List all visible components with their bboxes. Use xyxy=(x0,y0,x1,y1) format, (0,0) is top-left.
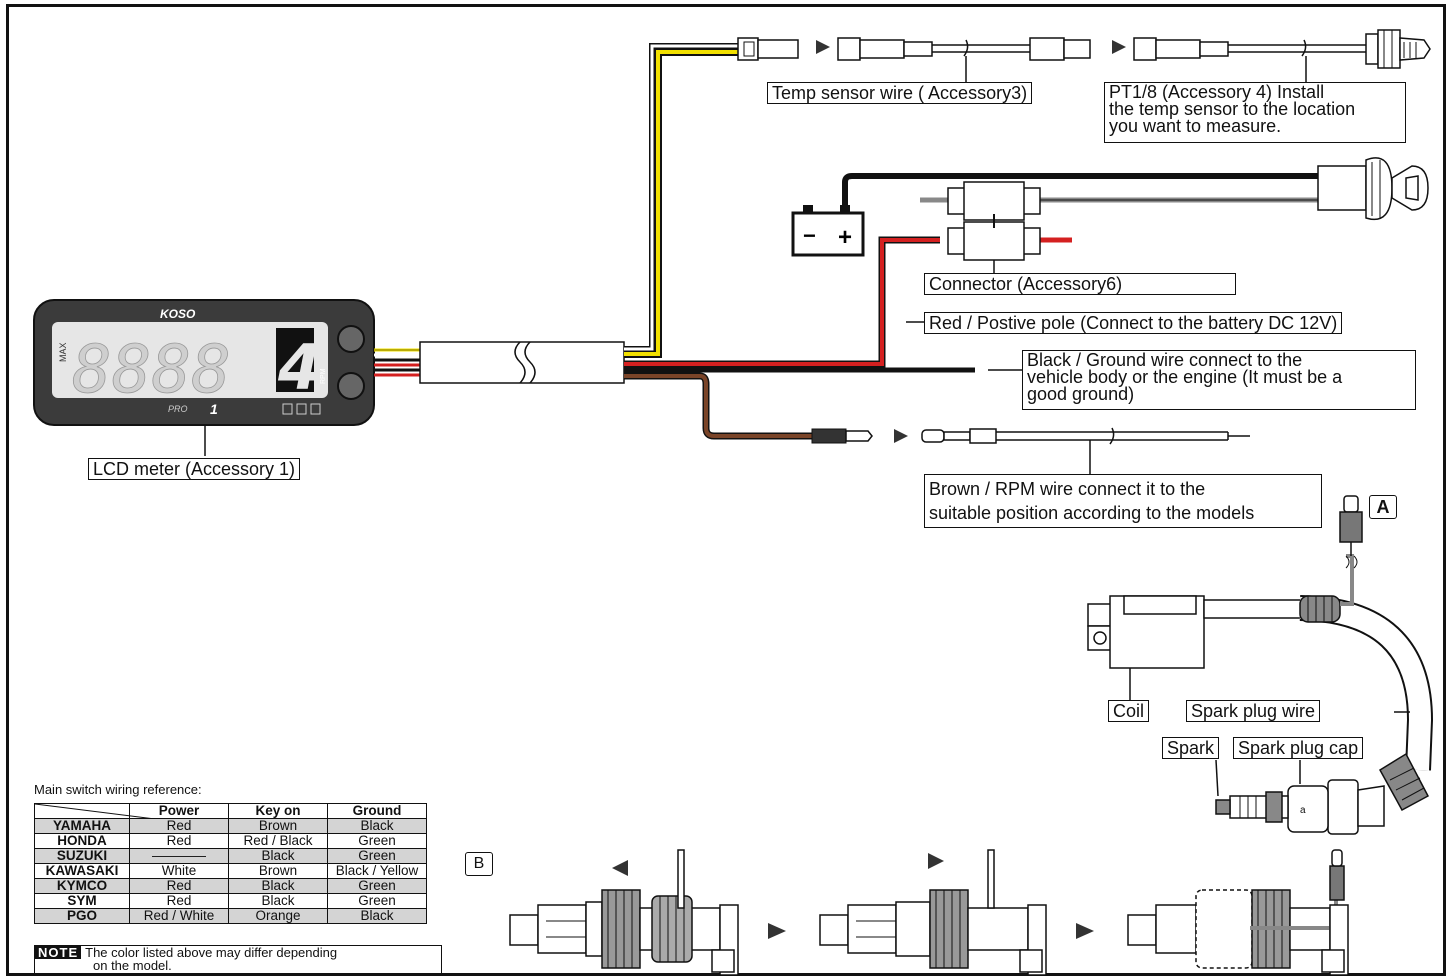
red-wire-label: Red / Postive pole (Connect to the batte… xyxy=(924,312,1343,334)
cell-ground: Black xyxy=(327,908,427,924)
cell-brand: KAWASAKI xyxy=(34,863,130,879)
cell-key-on: Brown xyxy=(228,863,328,879)
switch-wiring-table: Power Key on Ground YAMAHA Red Brown Bla… xyxy=(34,803,427,924)
cell-ground: Black xyxy=(327,818,427,834)
rpm-tag: RPM xyxy=(320,368,327,384)
note-line-2: on the model. xyxy=(93,958,172,973)
flow-arrows xyxy=(612,40,1126,939)
note-line-1: The color listed above may differ depend… xyxy=(85,945,338,960)
temp-sensor-wire xyxy=(837,37,1091,84)
meter-model-text: PRO xyxy=(168,404,188,414)
max-tag: MAX xyxy=(58,342,68,362)
cell-power: Red xyxy=(129,818,229,834)
meter-model-num: 1 xyxy=(210,401,218,417)
cell-ground: Black / Yellow xyxy=(327,863,427,879)
cell-brand: PGO xyxy=(34,908,130,924)
table-corner-cell xyxy=(34,803,155,819)
svg-text:a: a xyxy=(1300,805,1306,816)
switch-table-title: Main switch wiring reference: xyxy=(34,782,202,797)
spark-plug xyxy=(1215,791,1289,823)
battery: − + xyxy=(791,205,865,257)
lcd-last-digit: 4 xyxy=(277,331,321,404)
cell-power: ———— xyxy=(129,848,229,864)
spark-plug-wire-label: Spark plug wire xyxy=(1186,700,1321,722)
rpm-connector-a xyxy=(1339,495,1363,556)
black-wire-label: Black / Ground wire connect to the vehic… xyxy=(1022,350,1416,410)
temp-sensor-wire-label: Temp sensor wire ( Accessory3) xyxy=(767,82,1033,104)
step-b-illustration-3 xyxy=(1127,849,1349,976)
pt18-line-2: the temp sensor to the location xyxy=(1109,99,1356,119)
table-row: KAWASAKI White Brown Black / Yellow xyxy=(34,863,427,879)
meter-brand: KOSO xyxy=(160,307,196,321)
battery-plus: + xyxy=(838,224,852,251)
marker-a: A xyxy=(1369,495,1397,519)
cell-key-on: Orange xyxy=(228,908,328,924)
black-line-1: Black / Ground wire connect to the xyxy=(1027,350,1303,370)
battery-minus: − xyxy=(803,223,816,248)
black-line-2: vehicle body or the engine (It must be a xyxy=(1027,367,1343,387)
table-row: SYM Red Black Green xyxy=(34,893,427,909)
pt18-sensor xyxy=(1133,29,1431,84)
lcd-digits: 8888 xyxy=(72,331,231,408)
cell-power: Red xyxy=(129,893,229,909)
table-row: SUZUKI ———— Black Green xyxy=(34,848,427,864)
cell-power: Red xyxy=(129,833,229,849)
coil-wrap xyxy=(1299,595,1341,623)
temp-wire-pair xyxy=(624,37,799,358)
cell-key-on: Black xyxy=(228,878,328,894)
marker-b: B xyxy=(465,852,493,876)
pt18-line-1: PT1/8 (Accessory 4) Install xyxy=(1109,82,1325,102)
meter-button-bottom xyxy=(337,372,365,400)
table-row: KYMCO Red Black Green xyxy=(34,878,427,894)
cell-power: Red / White xyxy=(129,908,229,924)
table-row: HONDA Red Red / Black Green xyxy=(34,833,427,849)
note-tag: NOTE xyxy=(35,946,82,959)
brown-wire-label: Brown / RPM wire connect it to the suita… xyxy=(924,474,1322,528)
cell-key-on: Black xyxy=(228,848,328,864)
step-b-illustration-1 xyxy=(509,849,739,976)
cell-key-on: Black xyxy=(228,893,328,909)
header-ground: Ground xyxy=(327,803,427,819)
cell-brand: SYM xyxy=(34,893,130,909)
cell-brand: SUZUKI xyxy=(34,848,130,864)
cell-key-on: Red / Black xyxy=(228,833,328,849)
cell-key-on: Brown xyxy=(228,818,328,834)
cell-brand: HONDA xyxy=(34,833,130,849)
lcd-meter-label: LCD meter (Accessory 1) xyxy=(88,458,301,480)
header-key-on: Key on xyxy=(228,803,328,819)
brown-line-2: suitable position according to the model… xyxy=(929,503,1255,523)
step-b-illustration-2 xyxy=(819,849,1047,976)
spark-label: Spark xyxy=(1162,737,1220,759)
black-line-3: good ground) xyxy=(1027,384,1135,404)
coil-label: Coil xyxy=(1108,700,1150,722)
table-row: YAMAHA Red Brown Black xyxy=(34,818,427,834)
cell-brand: YAMAHA xyxy=(34,818,130,834)
cell-brand: KYMCO xyxy=(34,878,130,894)
meter-button-top xyxy=(337,325,365,353)
cell-ground: Green xyxy=(327,878,427,894)
connector-label: Connector (Accessory6) xyxy=(924,273,1236,295)
cell-ground: Green xyxy=(327,833,427,849)
cell-power: White xyxy=(129,863,229,879)
table-row: PGO Red / White Orange Black xyxy=(34,908,427,924)
pt18-line-3: you want to measure. xyxy=(1109,116,1282,136)
rpm-wire xyxy=(921,427,1250,445)
cell-power: Red xyxy=(129,878,229,894)
meter-harness xyxy=(374,341,625,384)
lcd-meter: KOSO MAX 8888 4 RPM PRO 1 xyxy=(33,299,375,426)
spark-plug-cap: a xyxy=(1287,752,1430,835)
spark-plug-cap-label: Spark plug cap xyxy=(1233,737,1364,759)
key-switch xyxy=(1317,157,1429,221)
connector-block xyxy=(947,181,1041,261)
cell-ground: Green xyxy=(327,893,427,909)
ignition-coil xyxy=(1087,595,1305,669)
pt18-label: PT1/8 (Accessory 4) Install the temp sen… xyxy=(1104,82,1406,143)
table-header-row: Power Key on Ground xyxy=(34,803,427,819)
brown-line-1: Brown / RPM wire connect it to the xyxy=(929,479,1206,499)
cell-ground: Green xyxy=(327,848,427,864)
